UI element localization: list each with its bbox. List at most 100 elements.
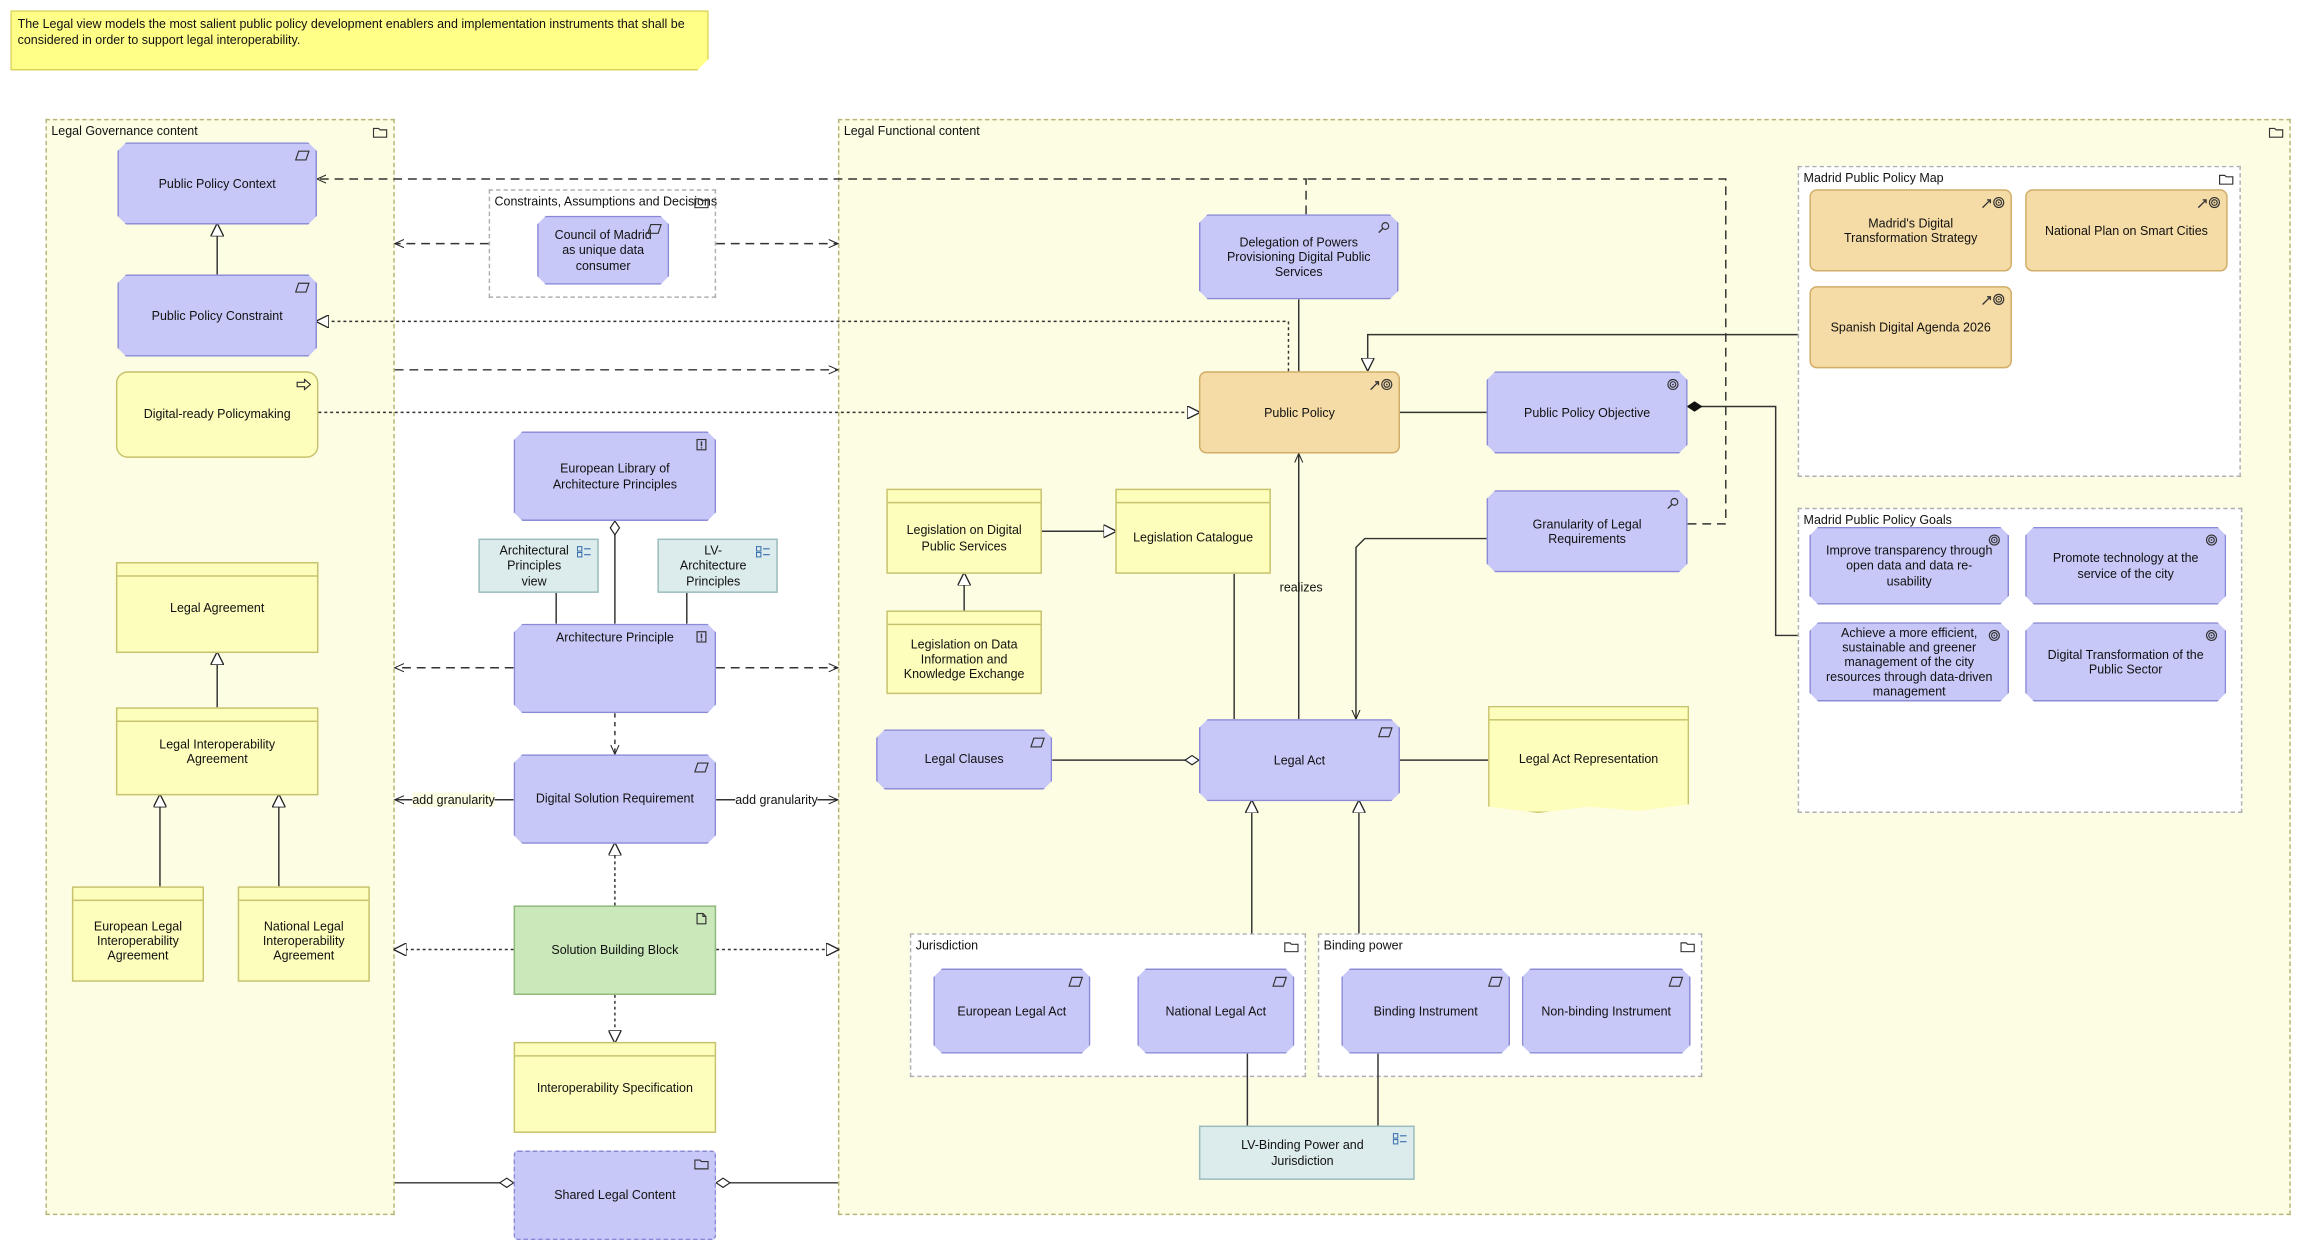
element-non-binding-instrument[interactable]: Non-binding Instrument	[1522, 969, 1691, 1054]
parallelogram-icon	[1068, 976, 1083, 988]
element-national-plan-smart-cities[interactable]: National Plan on Smart Cities	[2025, 189, 2228, 272]
element-label: Legal Interoperability Agreement	[159, 736, 276, 767]
parallelogram-icon	[1488, 976, 1503, 988]
element-public-policy-context[interactable]: Public Policy Context	[117, 142, 317, 224]
element-legal-interoperability-agreement[interactable]: Legal Interoperability Agreement	[115, 707, 319, 796]
element-spanish-digital-agenda[interactable]: Spanish Digital Agenda 2026	[1809, 286, 2012, 369]
element-public-policy-objective[interactable]: Public Policy Objective	[1487, 371, 1688, 453]
document-icon	[696, 912, 707, 925]
element-goal-digital-transformation-public-sector[interactable]: Digital Transformation of the Public Sec…	[2025, 622, 2226, 701]
element-european-legal-interoperability-agreement[interactable]: European Legal Interoperability Agreemen…	[71, 886, 204, 982]
element-legal-act-representation[interactable]: Legal Act Representation	[1488, 705, 1690, 813]
target-icon	[1987, 534, 2002, 546]
element-public-policy[interactable]: Public Policy	[1198, 371, 1400, 454]
element-legal-agreement[interactable]: Legal Agreement	[115, 562, 319, 654]
viewpoint-icon	[1392, 1133, 1407, 1145]
element-label: Achieve a more efficient, sustainable an…	[1826, 624, 1993, 699]
element-european-legal-act[interactable]: European Legal Act	[933, 969, 1090, 1054]
element-label: Digital-ready Policymaking	[143, 407, 291, 422]
element-digital-solution-requirement[interactable]: Digital Solution Requirement	[514, 754, 717, 844]
element-label: Council of Madrid as unique data consume…	[554, 227, 652, 273]
group-label: Constraints, Assumptions and Decisions	[494, 193, 718, 209]
element-european-library-architecture-principles[interactable]: European Library of Architecture Princip…	[514, 431, 717, 521]
element-goal-transparency[interactable]: Improve transparency through open data a…	[1809, 527, 2009, 605]
element-label: Spanish Digital Agenda 2026	[1830, 319, 1991, 335]
magnifier-icon	[1666, 497, 1681, 509]
link-granularity-context	[1306, 178, 1727, 525]
link-delegation-context	[317, 179, 1307, 215]
element-solution-building-block[interactable]: Solution Building Block	[513, 905, 717, 995]
element-label: Public Policy Objective	[1523, 404, 1651, 420]
folder-icon	[2268, 127, 2284, 138]
parallelogram-icon	[1272, 976, 1287, 988]
element-label: Solution Building Block	[551, 942, 679, 958]
target-icon	[1987, 630, 2002, 642]
target-icon	[2204, 630, 2219, 642]
element-architectural-principles-view[interactable]: Architectural Principles view	[478, 538, 599, 593]
goal-target-icon	[2197, 196, 2221, 209]
element-interoperability-specification[interactable]: Interoperability Specification	[513, 1041, 717, 1133]
folder-icon	[1680, 942, 1695, 953]
element-digital-ready-policymaking[interactable]: Digital-ready Policymaking	[115, 371, 319, 458]
target-icon	[2204, 534, 2219, 546]
element-architecture-principle[interactable]: Architecture Principle	[514, 624, 717, 714]
element-legislation-catalogue[interactable]: Legislation Catalogue	[1115, 488, 1271, 574]
element-legislation-data-exchange[interactable]: Legislation on Data Information and Know…	[886, 610, 1042, 695]
element-label: Legal Clauses	[924, 751, 1004, 767]
element-label: Digital Transformation of the Public Sec…	[2047, 646, 2204, 677]
element-national-legal-act[interactable]: National Legal Act	[1137, 969, 1294, 1054]
target-icon	[1666, 379, 1681, 391]
element-legal-act[interactable]: Legal Act	[1199, 719, 1400, 801]
parallelogram-icon	[694, 762, 709, 774]
element-label: Shared Legal Content	[554, 1187, 676, 1203]
element-label: Legal Act	[1273, 752, 1326, 768]
element-label: Legislation Catalogue	[1133, 530, 1254, 546]
element-goal-efficient-management[interactable]: Achieve a more efficient, sustainable an…	[1809, 622, 2009, 701]
element-label: Legislation on Data Information and Know…	[903, 636, 1025, 682]
element-label: Non-binding Instrument	[1541, 1003, 1672, 1019]
element-lv-architecture-principles[interactable]: LV-Architecture Principles	[657, 538, 778, 593]
viewpoint-icon	[576, 546, 591, 558]
element-granularity-legal-requirements[interactable]: Granularity of Legal Requirements	[1487, 490, 1688, 572]
element-label: Granularity of Legal Requirements	[1532, 516, 1642, 546]
folder-icon	[2219, 174, 2234, 185]
element-public-policy-constraint[interactable]: Public Policy Constraint	[117, 274, 317, 356]
relation-label-realizes: realizes	[1279, 579, 1323, 595]
folder-icon	[694, 198, 709, 209]
link-goals-objective	[1686, 401, 1798, 637]
parallelogram-icon	[647, 223, 662, 235]
element-goal-technology[interactable]: Promote technology at the service of the…	[2025, 527, 2226, 605]
viewpoint-icon	[755, 546, 770, 558]
element-label: Interoperability Specification	[536, 1079, 693, 1095]
goal-target-icon	[1370, 378, 1393, 391]
element-delegation-of-powers[interactable]: Delegation of Powers Provisioning Digita…	[1199, 214, 1399, 299]
element-label: National Legal Interoperability Agreemen…	[262, 918, 345, 963]
view-description-note: The Legal view models the most salient p…	[10, 10, 709, 70]
parallelogram-icon	[1669, 976, 1684, 988]
relation-label-add-granularity-left: add granularity	[412, 792, 495, 808]
group-label: Binding power	[1323, 937, 1403, 953]
element-label: Legislation on Digital Public Services	[906, 522, 1022, 553]
element-label: Public Policy Constraint	[151, 308, 283, 323]
element-label: European Library of Architecture Princip…	[552, 461, 677, 491]
relation-label-add-granularity-right: add granularity	[735, 792, 818, 808]
element-label: Digital Solution Requirement	[535, 791, 694, 807]
element-label: Public Policy	[1264, 404, 1335, 420]
element-label: Delegation of Powers Provisioning Digita…	[1226, 234, 1371, 279]
goal-target-icon	[1982, 293, 2005, 305]
element-council-of-madrid[interactable]: Council of Madrid as unique data consume…	[537, 216, 669, 285]
magnifier-icon	[1377, 222, 1392, 234]
element-legislation-digital-public-services[interactable]: Legislation on Digital Public Services	[886, 488, 1042, 574]
element-national-legal-interoperability-agreement[interactable]: National Legal Interoperability Agreemen…	[237, 886, 370, 982]
element-label: Architectural Principles view	[499, 543, 569, 588]
link-granularity-legalact	[1356, 537, 1487, 720]
element-lv-binding-power-jurisdiction[interactable]: LV-Binding Power and Jurisdiction	[1198, 1125, 1415, 1180]
link-policy-constraint	[317, 321, 1290, 372]
element-binding-instrument[interactable]: Binding Instrument	[1341, 969, 1510, 1054]
element-legal-clauses[interactable]: Legal Clauses	[876, 729, 1052, 789]
element-shared-legal-content[interactable]: Shared Legal Content	[513, 1150, 717, 1241]
element-madrid-digital-transformation-strategy[interactable]: Madrid's Digital Transformation Strategy	[1809, 189, 2012, 272]
element-label: Improve transparency through open data a…	[1826, 543, 1993, 588]
